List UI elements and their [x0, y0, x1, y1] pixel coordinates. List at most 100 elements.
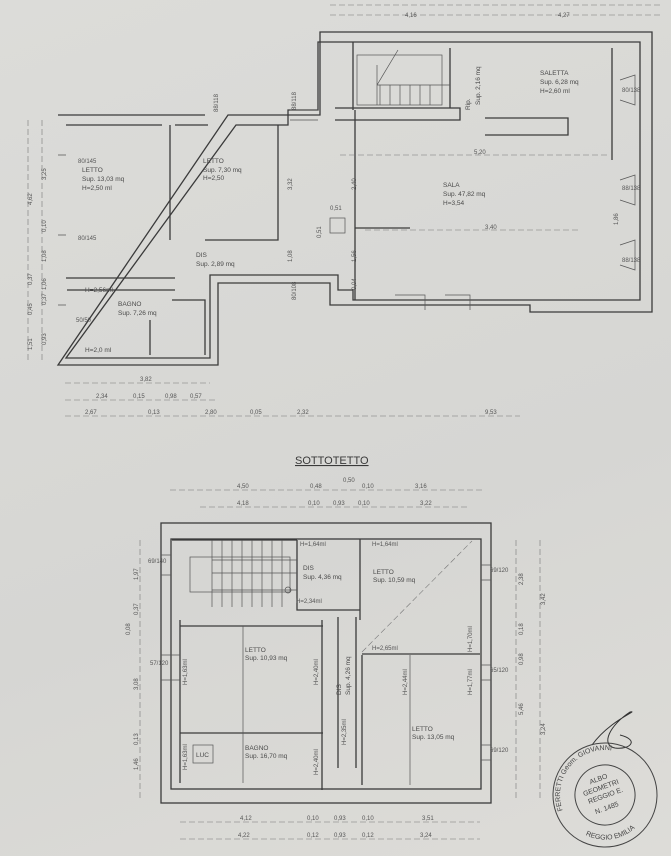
dim: 4,50: [237, 484, 249, 490]
dim: 1,08: [288, 250, 294, 262]
dim: 0,51: [330, 206, 342, 212]
stamp-number: N. 1485: [594, 801, 620, 816]
dim: 2,80: [205, 410, 217, 416]
height-label: H=2,40ml: [314, 659, 320, 685]
dim: 0,98: [519, 653, 525, 665]
room-name: LETTO: [412, 726, 433, 733]
window-size: 80/108: [292, 281, 298, 300]
room-name: Rip.: [465, 98, 472, 110]
height-label: H=1,70ml: [468, 626, 474, 652]
dim: 0,18: [519, 623, 525, 635]
height-label: H=2,40ml: [314, 749, 320, 775]
height-label: H=2,35ml: [342, 719, 348, 745]
height-label: H=1,77ml: [468, 669, 474, 695]
room-area: Sup. 13,05 mq: [412, 734, 455, 741]
dim: 3,51: [422, 816, 434, 822]
dim: 1,56: [352, 250, 358, 262]
window-size: 69/140: [148, 559, 167, 565]
dim: 1,86: [614, 213, 620, 225]
room-height: H=2,50: [203, 175, 225, 182]
window-size: 80/145: [78, 236, 97, 242]
dim: 0,45: [28, 303, 34, 315]
dim: 0,93: [333, 501, 345, 507]
stairs-icon: [356, 49, 450, 106]
room-name: LETTO: [245, 647, 266, 654]
room-area: Sup. 13,03 mq: [82, 176, 125, 183]
dim: 4,62: [28, 193, 34, 205]
dim: 0,98: [165, 394, 177, 400]
stairs-icon: [189, 540, 297, 607]
room-name: DIS: [303, 565, 315, 572]
dim: 2,34: [96, 394, 108, 400]
dim: 1,08: [42, 250, 48, 262]
room-name: LETTO: [203, 158, 224, 165]
height-label: H=2,44ml: [403, 669, 409, 695]
window-size: 88/138: [622, 186, 641, 192]
dim: 2,40: [352, 178, 358, 190]
dim: 0,51: [317, 226, 323, 238]
room-area: Sup. 7,30 mq: [203, 167, 242, 174]
window-size: 88/138: [622, 258, 641, 264]
height-label: H=1,64ml: [300, 542, 326, 548]
height-label: H=1,63ml: [183, 659, 189, 685]
dim: 0,37: [134, 603, 140, 615]
dim: 4,22: [238, 833, 250, 839]
attic-title: SOTTOTETTO: [295, 455, 369, 467]
dim: 0,04: [352, 278, 358, 290]
room-area: Sup. 2,89 mq: [196, 261, 235, 268]
room-area: Sup. 7,26 mq: [118, 310, 157, 317]
window-size: 69/120: [490, 748, 509, 754]
dim: 3,24: [541, 723, 547, 735]
height-label: H=2,34ml: [296, 599, 322, 605]
dim: 1,06: [42, 278, 48, 290]
room-area: Sup. 2,16 mq: [475, 66, 482, 105]
dim: 4,12: [240, 816, 252, 822]
window-size: 57/120: [150, 661, 169, 667]
dim: 1,46: [134, 758, 140, 770]
room-area: Sup. 16,70 mq: [245, 753, 288, 760]
dim: 0,10: [362, 816, 374, 822]
room-name: SALETTA: [540, 70, 569, 77]
dim: 0,57: [190, 394, 202, 400]
dim: 0,10: [308, 501, 320, 507]
dim: 0,50: [343, 478, 355, 484]
dim: 3,16: [415, 484, 427, 490]
room-height: H=2,0 ml: [85, 347, 112, 354]
dim: 4,27: [558, 13, 570, 19]
room-height: H=2,60 ml: [540, 88, 570, 95]
dim: 0,10: [358, 501, 370, 507]
room-area: Sup. 4,26 mq: [345, 656, 352, 695]
dim: 0,12: [307, 833, 319, 839]
ground-floor-plan: 4,16 4,27 LETTO Sup. 13,03 mq H=2,50 ml …: [27, 4, 660, 417]
dim: 0,05: [250, 410, 262, 416]
dim: 1,51: [28, 338, 34, 350]
signature: [591, 711, 633, 749]
dim: 2,32: [297, 410, 309, 416]
room-height: H=2,56ml: [85, 287, 114, 294]
room-area: Sup. 6,28 mq: [540, 79, 579, 86]
dim: 0,48: [310, 484, 322, 490]
dim: 0,37: [42, 293, 48, 305]
attic-plan: 4,50 0,48 0,50 0,10 3,16 4,18 0,10 0,93 …: [126, 478, 547, 840]
room-name: LETTO: [82, 167, 103, 174]
height-label: H=2,65ml: [372, 646, 398, 652]
surveyor-stamp: FERRETTI Geom. GIOVANNI REGGIO EMILIA AL…: [541, 740, 658, 850]
room-name: BAGNO: [245, 745, 268, 752]
dim: 3,32: [288, 178, 294, 190]
window-size: 65/120: [490, 668, 509, 674]
room-area: Sup. 4,36 mq: [303, 574, 342, 581]
dim: 5,46: [519, 703, 525, 715]
dim: 0,93: [334, 833, 346, 839]
dim: 3,22: [420, 501, 432, 507]
dim: 0,12: [362, 833, 374, 839]
dim: 0,10: [307, 816, 319, 822]
window-size: 88/118: [214, 93, 220, 112]
dim: 3,40: [485, 225, 497, 231]
room-height: H=2,50 ml: [82, 185, 112, 192]
dim: 0,15: [133, 394, 145, 400]
dim: 2,38: [519, 573, 525, 585]
dim: 3,82: [140, 377, 152, 383]
dim: 5,20: [474, 150, 486, 156]
